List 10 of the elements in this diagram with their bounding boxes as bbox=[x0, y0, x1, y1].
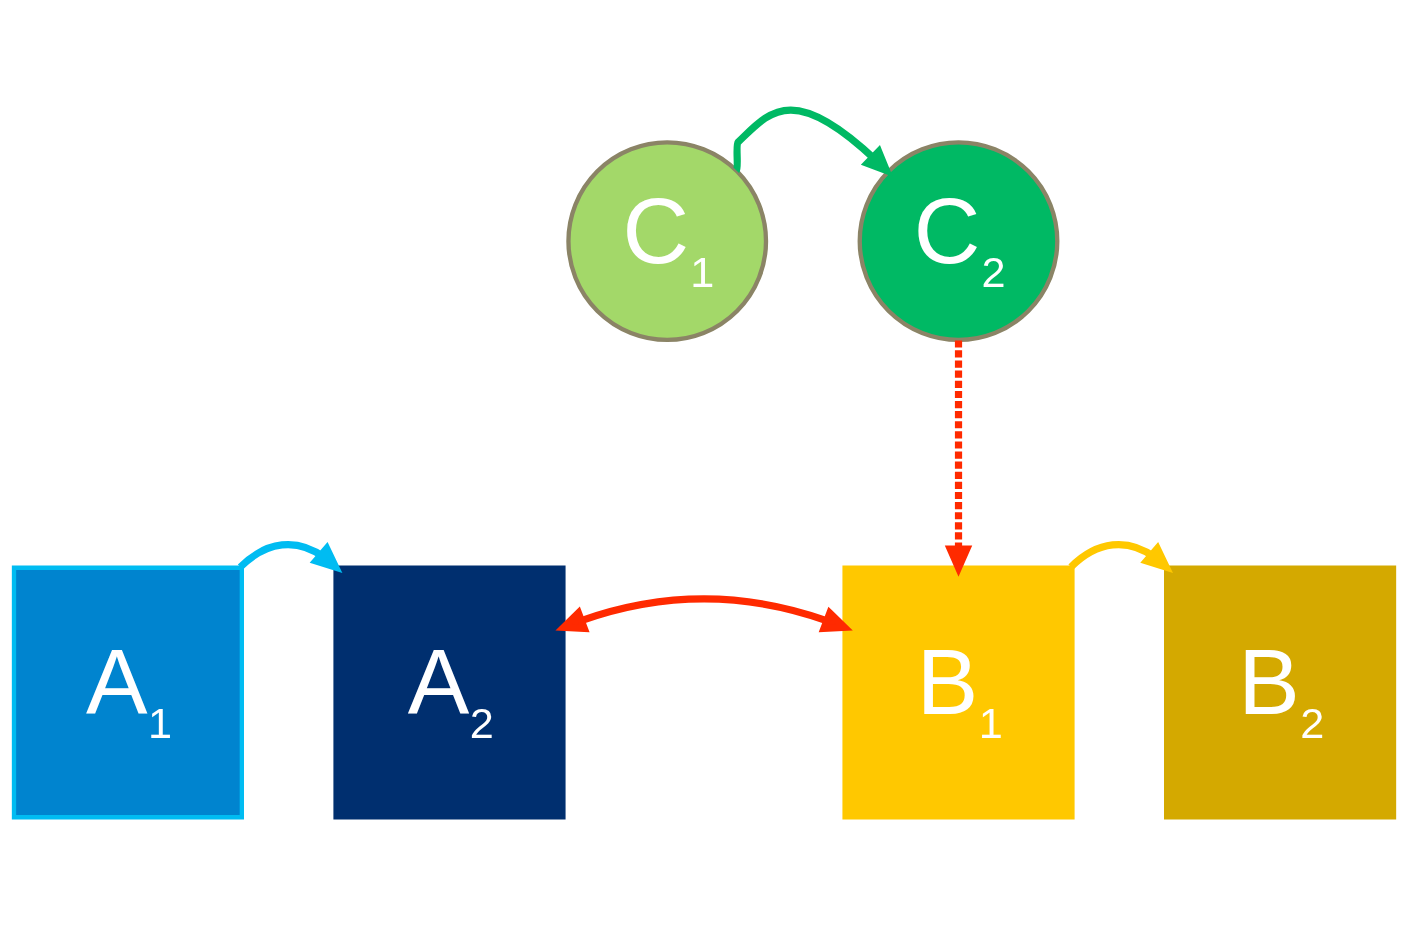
arrow bbox=[732, 106, 893, 177]
node-box: B$_{2}$ bbox=[1164, 565, 1397, 820]
arrow bbox=[1068, 541, 1173, 573]
arrow bbox=[555, 595, 853, 633]
node-box: B$_{1}$ bbox=[842, 565, 1075, 820]
node-box: A$_{1}$ bbox=[11, 565, 244, 820]
arrow bbox=[237, 541, 343, 573]
node-box: A$_{2}$ bbox=[333, 565, 566, 820]
arrow bbox=[944, 340, 973, 577]
node-circle: C$_{1}$ bbox=[566, 140, 769, 343]
